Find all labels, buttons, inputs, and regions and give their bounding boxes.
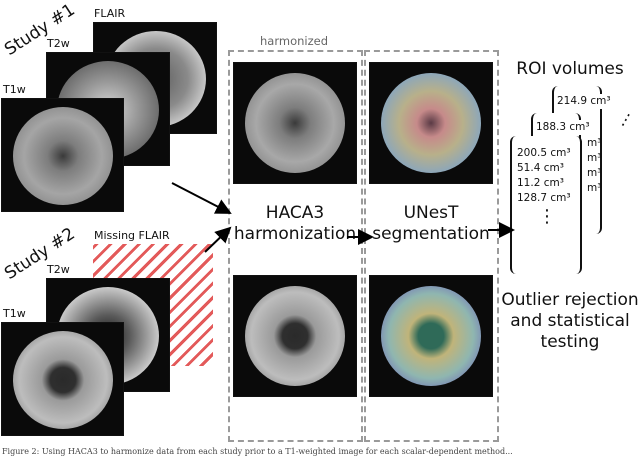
arrow-study2-to-haca3 — [204, 226, 232, 253]
outlier-line3: testing — [540, 332, 600, 352]
study1-t1w-scan — [1, 98, 124, 212]
harmonized-scan-study2 — [233, 275, 357, 397]
roi-back-value: 214.9 cm³ — [557, 94, 611, 109]
roi-front-value-0: 200.5 cm³ — [517, 146, 571, 161]
study2-t1w-label: T1w — [3, 307, 26, 320]
segmentation-box — [364, 50, 499, 442]
haca3-line1: HACA3 — [265, 203, 325, 223]
missing-flair-label: Missing FLAIR — [94, 229, 170, 242]
harmonization-box — [228, 50, 363, 442]
roi-volumes-title: ROI volumes — [516, 59, 624, 79]
roi-front-value-2: 11.2 cm³ — [517, 176, 564, 191]
study2-t1w-scan — [1, 322, 124, 436]
study1-t2w-label: T2w — [47, 37, 70, 50]
haca3-line2: harmonization — [233, 224, 357, 244]
study2-t2w-label: T2w — [47, 263, 70, 276]
outlier-line1: Outlier rejection — [501, 290, 639, 310]
study1-flair-label: FLAIR — [94, 7, 126, 20]
roi-front-value-1: 51.4 cm³ — [517, 161, 564, 176]
harmonized-label: harmonized — [260, 34, 328, 48]
roi-fragment-0: m³ — [587, 137, 602, 149]
study1-t1w-label: T1w — [3, 83, 26, 96]
arrow-study1-to-haca3 — [171, 182, 232, 214]
outlier-line2: and statistical — [510, 311, 630, 331]
roi-fragment-2: m³ — [587, 167, 602, 179]
figure-caption: Figure 2: Using HACA3 to harmonize data … — [2, 447, 513, 456]
roi-front-value-3: 128.7 cm³ — [517, 191, 571, 206]
unest-line1: UNesT — [403, 203, 459, 223]
roi-ellipsis: ⋮ — [538, 206, 556, 227]
segmented-scan-study2 — [369, 275, 493, 397]
roi-mid-value: 188.3 cm³ — [536, 120, 590, 135]
roi-fragment-1: m³ — [587, 152, 602, 164]
harmonized-scan-study1 — [233, 62, 357, 184]
unest-line2: segmentation — [372, 224, 490, 244]
segmented-scan-study1 — [369, 62, 493, 184]
roi-fragment-3: m³ — [587, 182, 602, 194]
